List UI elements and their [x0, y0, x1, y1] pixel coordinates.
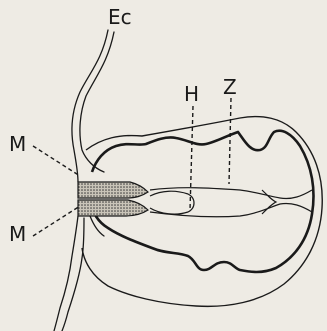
leader-m-lower	[33, 206, 80, 236]
internal-strands	[150, 188, 312, 217]
muscle-blocks	[78, 182, 148, 216]
muscle-lower	[78, 200, 148, 216]
label-z: Z	[223, 75, 237, 99]
muscle-upper	[78, 182, 148, 198]
ectoderm-upper	[72, 30, 114, 182]
ectoderm-lower	[54, 216, 104, 331]
label-h: H	[184, 82, 199, 106]
leader-z	[229, 98, 231, 184]
label-m-upper: M	[9, 132, 26, 156]
leader-h	[190, 106, 193, 210]
label-ec: Ec	[108, 5, 132, 29]
h-structure	[150, 191, 194, 214]
label-m-lower: M	[9, 222, 26, 246]
leader-m-upper	[33, 146, 80, 176]
